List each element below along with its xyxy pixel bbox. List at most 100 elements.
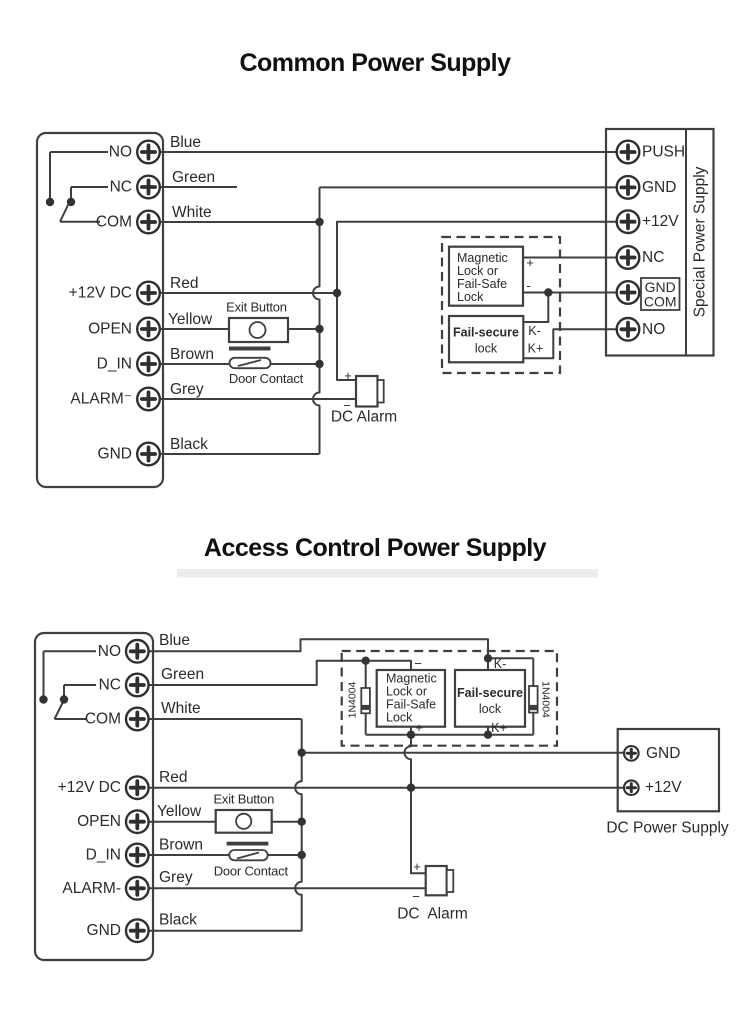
cps-junction-exit [315, 324, 324, 334]
cps-k-plus-label: K+ [528, 342, 544, 356]
cps-wire-label-black: Black [170, 436, 208, 453]
acps-wire-green [148, 659, 412, 686]
cps-wire-label-blue: Blue [170, 134, 201, 151]
cps-fail-secure-lock-box [447, 314, 525, 364]
acps-controller-box [33, 631, 155, 962]
acps-junction-red [406, 783, 416, 792]
cps-door-contact-lever [237, 359, 262, 367]
cps-lock-plus-label: + [526, 255, 533, 270]
acps-diode-left-body [360, 687, 371, 715]
cps-wire-label-green: Green [172, 169, 215, 186]
acps-dc-psu-box [616, 727, 721, 813]
cps-dc-alarm-plus: + [344, 368, 351, 383]
cps-screw-open [135, 315, 162, 343]
acps-wire-blue [148, 638, 489, 659]
acps-terminal-com: COM [85, 711, 121, 728]
cps-screw-nc [135, 173, 162, 201]
cps-dc-alarm-label: DC Alarm [331, 409, 397, 426]
cps-psu-screw-nc [614, 244, 642, 271]
access-title: Access Control Power Supply [204, 534, 547, 562]
acps-diode-right-body [528, 685, 539, 714]
acps-ground-bus [294, 719, 303, 931]
cps-screw-din [135, 350, 162, 378]
acps-lock-plus-branch [403, 726, 426, 875]
acps-k-minus-label: K- [494, 657, 507, 671]
cps-relay-contact-no [45, 197, 55, 207]
acps-relay-contact-nc [59, 695, 69, 704]
acps-exit-button-label: Exit Button [213, 792, 274, 807]
cps-psu-name: Special Power Supply [691, 166, 708, 317]
cps-terminal-open: OPEN [88, 321, 132, 338]
cps-junction-door [315, 359, 324, 369]
cps-k-minus-label: K- [528, 324, 541, 338]
cps-psu-label-12v: +12V [642, 213, 679, 230]
acps-dc-alarm-plus: + [413, 859, 420, 874]
acps-terminal-12vdc: +12V DC [58, 779, 121, 796]
acps-psu-label-12v: +12V [645, 779, 682, 796]
cps-ground-bus [312, 187, 321, 454]
cps-terminal-gnd: GND [98, 446, 132, 463]
cps-psu-label-gnd: GND [642, 179, 676, 196]
acps-dc-alarm-minus: − [412, 889, 419, 904]
acps-terminal-din: D_IN [86, 847, 121, 864]
acps-screw-12v [124, 774, 151, 801]
acps-relay-contact-no [39, 695, 48, 704]
cps-magnetic-lock-line3: Fail-Safe [457, 277, 507, 291]
cps-wire-label-red: Red [170, 275, 198, 292]
acps-door-contact-label: Door Contact [214, 864, 289, 879]
cps-psu-screw-no [614, 316, 642, 343]
cps-psu-label-push: PUSH [642, 144, 685, 161]
cps-wire-label-grey: Grey [170, 381, 204, 398]
cps-psu-screw-12v [614, 208, 642, 235]
acps-junction-plus [406, 730, 416, 739]
acps-diode-right-label: 1N4004 [540, 681, 552, 718]
acps-k-plus-label: K+ [491, 721, 507, 735]
acps-wire-label-grey: Grey [159, 869, 193, 886]
acps-junction-gnd-rail [297, 748, 306, 757]
acps-diode-left-band [361, 704, 370, 710]
cps-fail-secure-line2: lock [475, 342, 498, 356]
acps-junction-diode-left [361, 656, 370, 665]
acps-wire-label-yellow: Yellow [157, 803, 202, 820]
acps-screw-nc [124, 671, 151, 699]
acps-dc-alarm-handle [445, 869, 455, 893]
acps-diode-right-band [529, 704, 538, 711]
cps-psu-gndcom-gnd: GND [645, 279, 676, 295]
cps-k-plus-wire [523, 328, 617, 360]
cps-magnetic-lock-line2: Lock or [457, 264, 498, 278]
cps-magnetic-lock-box [447, 245, 525, 307]
acps-lock-minus-label: − [414, 656, 421, 671]
cps-wire-label-yellow: Yellow [168, 311, 213, 328]
cps-relay-contact-nc [66, 197, 76, 207]
acps-terminal-nc: NC [99, 677, 121, 694]
cps-psu-gndcom-box [640, 277, 681, 311]
acps-screw-gnd [124, 917, 151, 944]
acps-magnetic-lock-line3: Fail-Safe [386, 698, 436, 712]
acps-psu-screw-gnd [622, 744, 641, 763]
acps-junction-k-plus [483, 730, 493, 739]
cps-terminal-alarm: ALARM⁻ [70, 391, 132, 408]
acps-lock-plus-label: + [415, 720, 422, 735]
access-title-highlight [177, 569, 598, 578]
cps-fail-secure-line1: Fail-secure [453, 326, 519, 340]
acps-magnetic-lock-line1: Magnetic [386, 672, 437, 686]
cps-terminal-com: COM [96, 214, 132, 231]
cps-psu-screw-gndcom [614, 279, 642, 306]
cps-relay-symbol [49, 151, 108, 223]
acps-terminal-gnd: GND [87, 922, 121, 939]
acps-terminal-no: NO [98, 643, 121, 660]
cps-psu-screw-gnd [614, 174, 642, 201]
cps-door-contact-bar [229, 346, 271, 351]
cps-wire-label-white: White [172, 204, 212, 221]
cps-lock-minus-label: - [526, 278, 530, 293]
acps-fail-secure-line2: lock [479, 702, 502, 716]
acps-screw-open [124, 808, 151, 835]
acps-wire-label-white: White [161, 700, 201, 717]
acps-wire-label-brown: Brown [159, 837, 203, 854]
acps-wire-label-blue: Blue [159, 632, 190, 649]
acps-dc-alarm-label: DC Alarm [397, 906, 468, 923]
acps-dc-alarm-body [424, 864, 448, 897]
cps-psu-label-no: NO [642, 321, 665, 338]
cps-lock-dashed-box [440, 235, 562, 375]
